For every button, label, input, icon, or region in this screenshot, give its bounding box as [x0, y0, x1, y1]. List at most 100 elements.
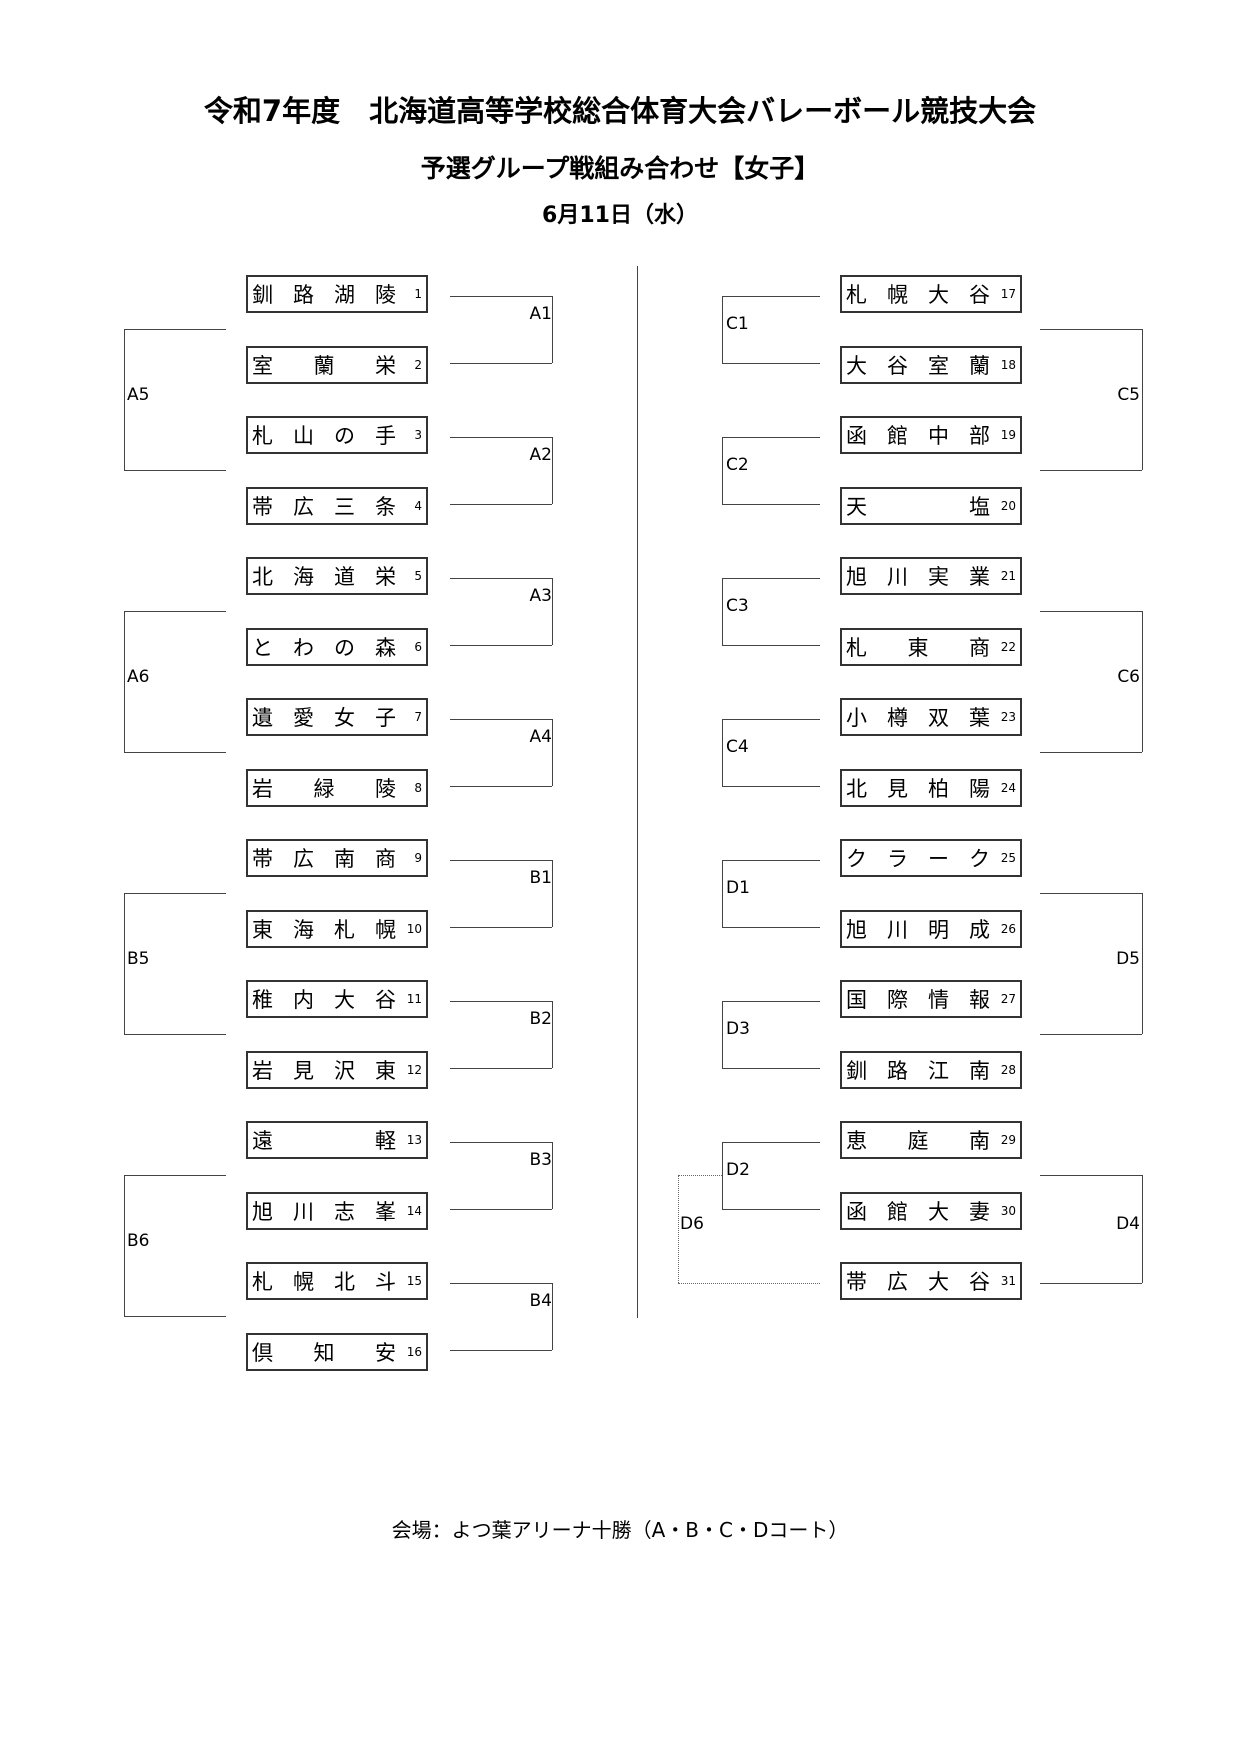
team-name: 国際情報: [846, 988, 990, 1012]
bracket-line: [450, 785, 552, 787]
team-box: 恵庭南 29: [840, 1121, 1022, 1159]
team-name: 釧路湖陵: [252, 283, 396, 307]
team-name: 釧路江南: [846, 1058, 990, 1083]
bracket-line: [450, 1349, 552, 1351]
bracket-line: [450, 437, 552, 438]
team-name: 恵庭南: [846, 1129, 990, 1153]
team-name: 帯広三条: [252, 494, 396, 519]
bracket-line: [1040, 1283, 1142, 1284]
bracket-line: [124, 893, 226, 894]
team-number: 10: [406, 921, 422, 936]
group-label-b2: B2: [529, 1009, 552, 1030]
team-number: 15: [406, 1274, 422, 1288]
team-name: 旭川実業: [846, 565, 990, 589]
bracket-line: [1142, 1175, 1143, 1283]
team-name: 函館大妻: [846, 1199, 990, 1224]
group-label-b1: B1: [529, 868, 552, 889]
team-name: 室蘭栄: [252, 353, 396, 378]
bracket-line: [450, 503, 552, 505]
bracket-line: [124, 1034, 226, 1035]
group-label-d6: D6: [680, 1214, 704, 1234]
bracket-line: [552, 719, 553, 786]
group-label-c1: C1: [726, 314, 749, 335]
bracket-line: [450, 926, 552, 928]
team-number: 29: [1000, 1133, 1016, 1147]
bracket-line: [450, 719, 552, 720]
bracket-line: [124, 1175, 125, 1316]
group-label-c6: C6: [1117, 666, 1140, 687]
team-name: 札山の手: [252, 424, 396, 448]
team-name: 岩見沢東: [252, 1058, 396, 1083]
team-number: 25: [1000, 851, 1016, 865]
venue-footer: 会場：よつ葉アリーナ十勝（A・B・C・Dコート）: [391, 1518, 849, 1542]
team-number: 5: [414, 569, 422, 583]
bracket-line: [124, 329, 226, 330]
bracket-line: [552, 1142, 553, 1209]
bracket-line: [722, 437, 820, 438]
bracket-line: [637, 266, 638, 1318]
group-label-c5: C5: [1117, 384, 1140, 405]
page-subtitle: 予選グループ戦組み合わせ【女子】: [420, 154, 820, 183]
bracket-line: [1040, 1175, 1142, 1176]
team-number: 12: [406, 1062, 422, 1077]
group-label-a4: A4: [529, 727, 552, 748]
team-number: 8: [414, 780, 422, 795]
bracket-line: [124, 611, 226, 612]
bracket-line: [450, 1142, 552, 1143]
group-label-c3: C3: [726, 596, 749, 617]
team-box: 岩緑陵 8: [246, 768, 428, 807]
bracket-line: [124, 752, 226, 753]
bracket-line: [722, 1142, 820, 1143]
bracket-line: [124, 329, 125, 470]
page-title: 令和7年度 北海道高等学校総合体育大会バレーボール競技大会: [203, 94, 1037, 128]
team-name: 旭川明成: [846, 917, 990, 942]
bracket-line: [1040, 611, 1142, 612]
team-number: 20: [1000, 498, 1016, 513]
team-name: 稚内大谷: [252, 988, 396, 1012]
bracket-line: [450, 644, 552, 646]
group-label-b4: B4: [529, 1291, 552, 1312]
bracket-line: [1040, 893, 1142, 894]
group-label-d2: D2: [726, 1160, 750, 1181]
team-name: 札幌大谷: [846, 283, 990, 307]
bracket-line: [722, 860, 820, 861]
bracket-line: [1040, 470, 1142, 471]
bracket-line: [450, 1283, 552, 1284]
group-label-d4: D4: [1116, 1214, 1140, 1234]
team-number: 4: [414, 498, 422, 513]
bracket-line: [124, 893, 125, 1034]
bracket-line: [722, 296, 820, 297]
bracket-line: [722, 578, 723, 645]
bracket-line: [678, 1283, 820, 1284]
team-number: 19: [1000, 428, 1016, 442]
team-number: 31: [1000, 1274, 1016, 1288]
group-label-c4: C4: [726, 737, 749, 758]
bracket-line: [722, 785, 820, 787]
team-name: 遠軽: [252, 1129, 396, 1153]
bracket-line: [678, 1175, 722, 1176]
team-number: 9: [414, 851, 422, 865]
group-label-c2: C2: [726, 455, 749, 476]
group-label-a6: A6: [127, 666, 150, 687]
team-number: 22: [1000, 639, 1016, 654]
bracket-line: [450, 1208, 552, 1210]
bracket-line: [450, 1067, 552, 1069]
team-number: 27: [1000, 992, 1016, 1006]
bracket-line: [124, 1316, 226, 1317]
group-label-a1: A1: [529, 304, 552, 325]
team-box: 岩見沢東 12: [246, 1050, 428, 1089]
team-name: 岩緑陵: [252, 776, 396, 801]
